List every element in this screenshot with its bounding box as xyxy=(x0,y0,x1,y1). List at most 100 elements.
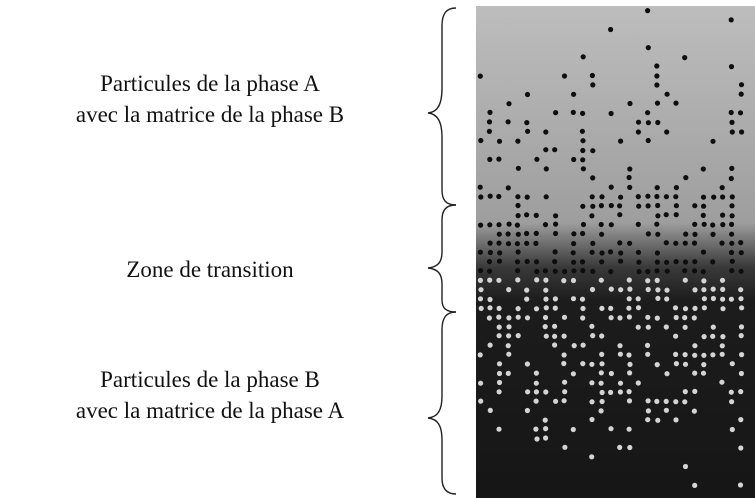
particle xyxy=(515,306,521,312)
particle xyxy=(617,240,623,246)
particle xyxy=(525,389,531,395)
particle xyxy=(599,398,605,405)
particle xyxy=(664,287,670,293)
particle xyxy=(645,203,651,209)
particle xyxy=(579,296,586,302)
particle xyxy=(720,334,726,340)
particle xyxy=(486,259,493,265)
particle xyxy=(645,408,651,414)
particle xyxy=(692,287,698,293)
particle xyxy=(477,184,483,190)
particle xyxy=(673,185,679,191)
particle xyxy=(599,194,605,200)
particle xyxy=(505,231,511,237)
particle xyxy=(543,305,549,311)
particle xyxy=(627,361,633,367)
particle xyxy=(477,73,483,79)
particle xyxy=(682,277,688,283)
particle xyxy=(700,370,707,376)
particle xyxy=(737,110,744,116)
particle xyxy=(700,249,707,255)
particle xyxy=(682,240,688,246)
particle xyxy=(663,240,669,246)
particle xyxy=(506,287,512,293)
particle xyxy=(719,351,725,357)
particle xyxy=(506,315,512,321)
particle xyxy=(655,202,661,209)
particle xyxy=(496,314,502,320)
particle xyxy=(682,306,689,312)
particle xyxy=(654,268,660,274)
particle xyxy=(728,109,734,116)
particle xyxy=(737,482,744,488)
particle xyxy=(533,240,539,246)
particle xyxy=(496,240,502,246)
particle xyxy=(570,371,576,377)
particle xyxy=(496,333,502,339)
particle xyxy=(673,333,679,339)
particle xyxy=(514,259,521,265)
particle xyxy=(692,352,698,358)
particle xyxy=(524,91,531,98)
particle xyxy=(496,370,503,377)
particle xyxy=(506,324,512,330)
particle xyxy=(673,259,679,265)
particle xyxy=(663,407,669,413)
particle xyxy=(673,212,679,218)
particle xyxy=(692,482,698,488)
particle xyxy=(590,333,596,339)
particle xyxy=(618,250,624,256)
particle xyxy=(645,231,651,237)
particle xyxy=(738,389,744,395)
particle xyxy=(635,324,641,330)
particle xyxy=(533,230,539,236)
particle xyxy=(590,268,596,274)
particle xyxy=(739,129,745,135)
particle xyxy=(505,185,511,191)
particle xyxy=(599,361,605,367)
particle xyxy=(728,296,734,302)
particle xyxy=(590,240,596,246)
particle xyxy=(515,202,521,209)
particle xyxy=(515,314,521,320)
particle xyxy=(729,194,735,200)
particle xyxy=(673,314,679,321)
particle xyxy=(673,194,679,200)
particle xyxy=(626,426,632,432)
particle xyxy=(543,287,549,293)
particle xyxy=(514,222,520,228)
particle xyxy=(589,249,595,255)
particle xyxy=(542,324,548,330)
particle xyxy=(598,380,604,386)
particle xyxy=(580,54,586,60)
particle xyxy=(682,315,688,321)
particle xyxy=(562,444,568,450)
particle xyxy=(506,101,512,107)
particle xyxy=(496,305,502,311)
particle xyxy=(486,315,492,321)
particle xyxy=(599,333,605,339)
particle xyxy=(700,212,706,218)
particle xyxy=(683,175,689,181)
particle xyxy=(580,147,586,154)
particle xyxy=(654,185,660,191)
particle xyxy=(543,426,549,432)
particle xyxy=(478,398,484,404)
particle xyxy=(720,296,726,302)
particle xyxy=(514,241,520,247)
particle xyxy=(673,417,679,423)
particle xyxy=(654,277,660,283)
particle xyxy=(645,268,651,275)
particle xyxy=(515,231,521,237)
particle xyxy=(682,352,688,358)
particle xyxy=(579,259,586,265)
particle xyxy=(710,259,716,265)
particle xyxy=(598,221,604,228)
particle xyxy=(645,45,651,51)
particle xyxy=(496,258,503,264)
particle xyxy=(738,296,744,302)
particle xyxy=(552,296,558,302)
particle xyxy=(673,100,679,106)
particle xyxy=(682,399,688,405)
particle xyxy=(608,202,614,209)
